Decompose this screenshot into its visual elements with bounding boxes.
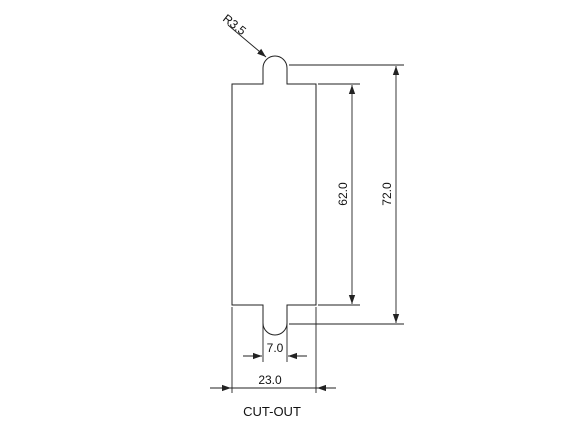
overall-height-label: 72.0 (380, 182, 394, 206)
cutout-outline (231, 55, 317, 336)
radius-label: R3.5 (220, 11, 249, 38)
tab-width-label: 7.0 (267, 341, 284, 355)
radius-leader (227, 24, 267, 58)
overall-width-label: 23.0 (258, 373, 282, 387)
inner-height-label: 62.0 (336, 182, 350, 206)
caption: CUT-OUT (243, 404, 301, 419)
